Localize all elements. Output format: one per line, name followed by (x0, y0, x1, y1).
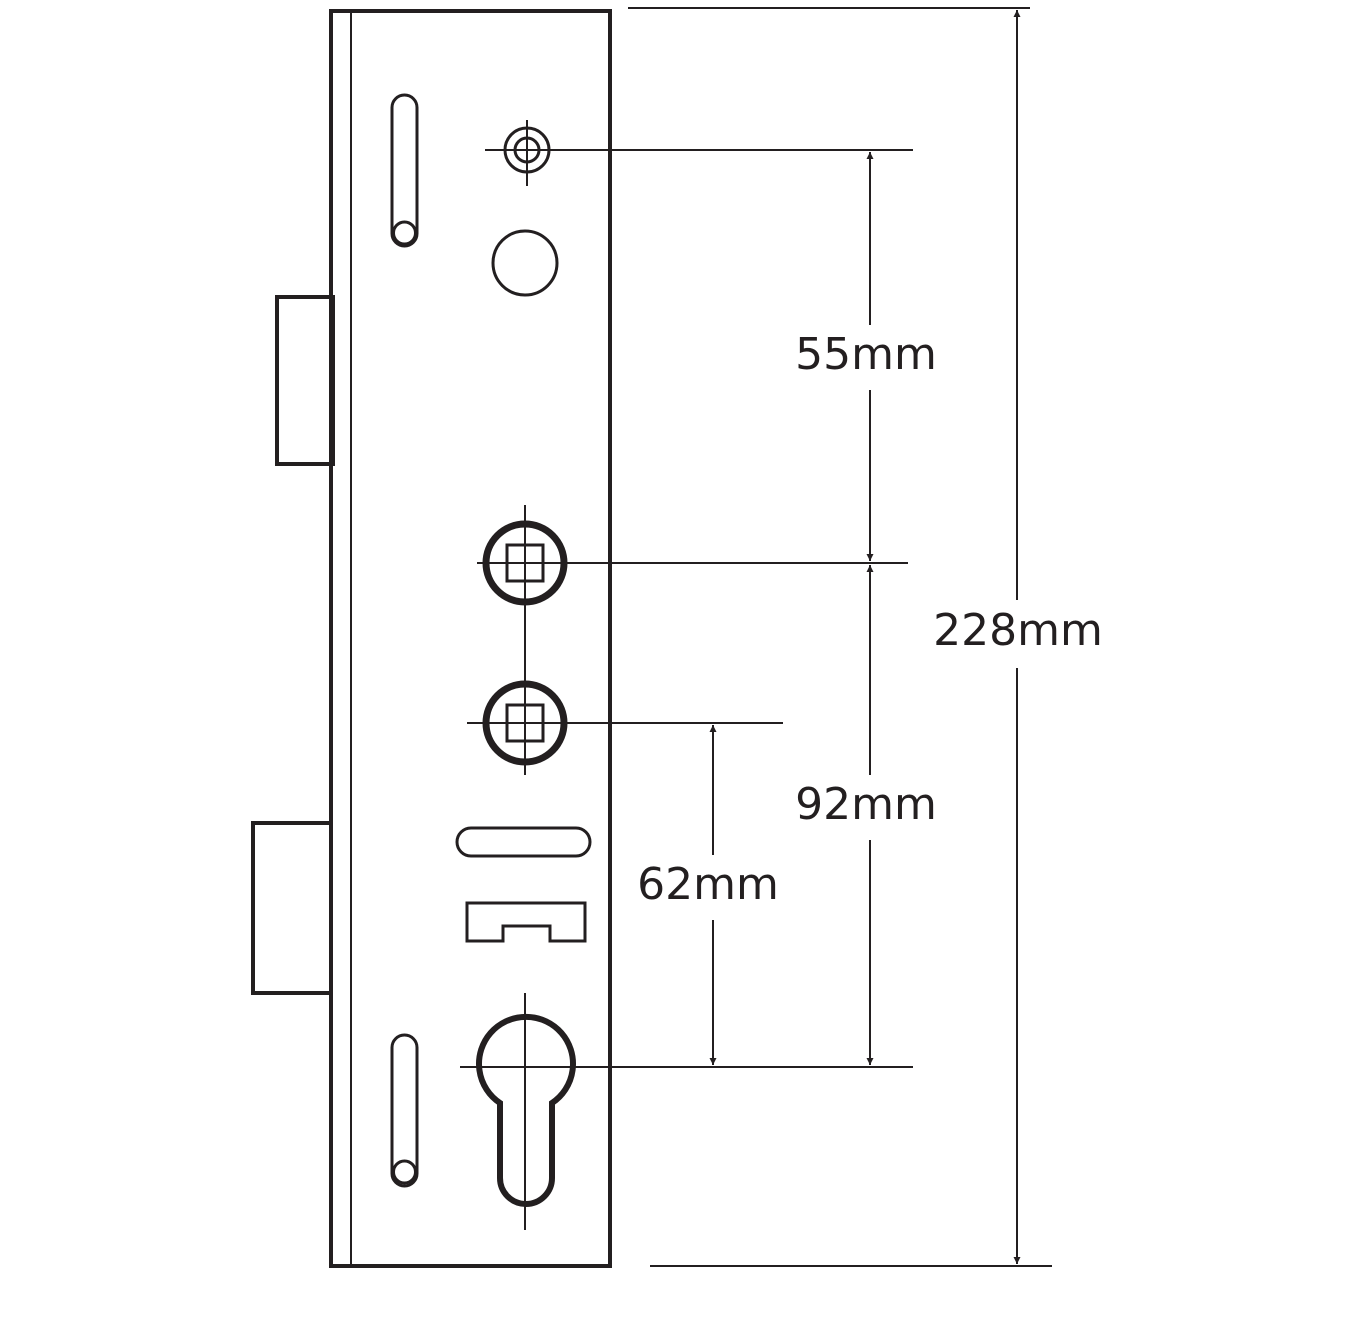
round-hole (491, 229, 559, 297)
dimension-55mm: 55mm (795, 152, 937, 561)
euro-cylinder-cutout (476, 1013, 576, 1207)
dimension-label-62: 62mm (637, 859, 779, 910)
dimension-92mm: 92mm (795, 565, 937, 1065)
dimension-label-55: 55mm (795, 329, 937, 380)
top-fixing-slot (390, 93, 419, 248)
latch-bolt (275, 295, 335, 466)
bottom-fixing-slot (390, 1033, 419, 1188)
notched-slot (465, 901, 587, 943)
dimension-62mm: 62mm (637, 725, 779, 1065)
dimension-label-92: 92mm (795, 779, 937, 830)
oval-slot (455, 826, 592, 858)
dimension-label-228: 228mm (933, 605, 1103, 656)
top-screw-hole (503, 120, 551, 186)
faceplate (329, 9, 612, 1268)
dimension-228mm: 228mm (933, 10, 1103, 1264)
dead-bolt (251, 821, 333, 995)
